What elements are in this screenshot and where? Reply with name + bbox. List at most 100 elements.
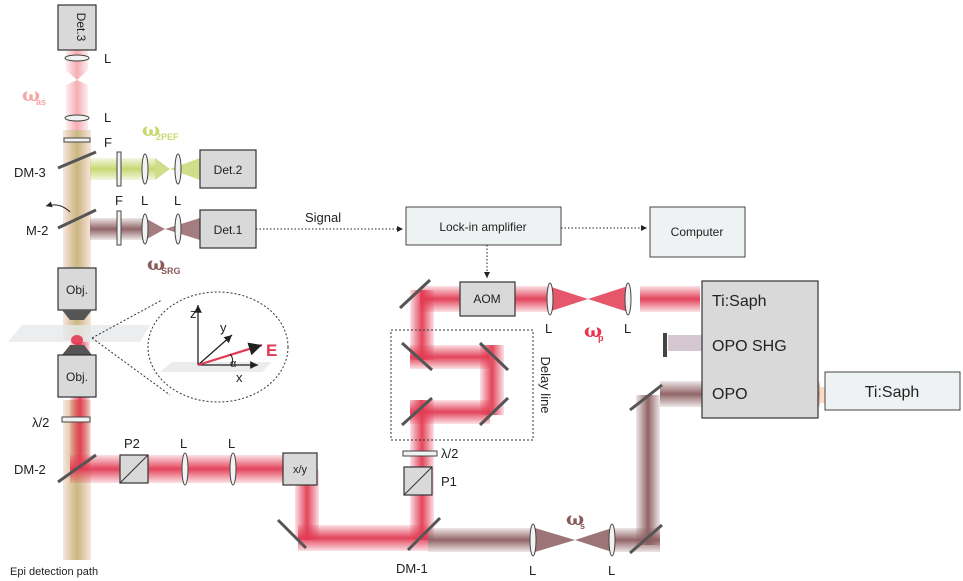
polarizer-p2: [119, 454, 149, 484]
detector-2[interactable]: Det.2: [199, 149, 257, 189]
svg-text:ω: ω: [566, 508, 584, 530]
lockin-label: Lock-in amplifier: [439, 220, 526, 234]
filter-label-det1: F: [115, 193, 123, 208]
svg-text:as: as: [36, 97, 46, 107]
opo-label: OPO: [712, 386, 748, 403]
dm3-mirror: [57, 150, 97, 170]
lens-aom-2: [624, 282, 632, 316]
opo-shg-label: OPO SHG: [712, 338, 787, 355]
lens-aom-1: [546, 282, 554, 316]
axis-y-label: y: [220, 320, 227, 335]
xy-scanner-box[interactable]: x/y: [282, 452, 318, 486]
lens-p2-1: [181, 452, 189, 486]
lens-det2-1: [141, 153, 149, 185]
lockin-box[interactable]: Lock-in amplifier: [405, 206, 562, 246]
svg-text:SRG: SRG: [161, 266, 181, 276]
tisaph-external-box[interactable]: Ti:Saph: [824, 371, 961, 411]
svg-text:ω: ω: [22, 84, 40, 106]
svg-text:ω: ω: [584, 320, 602, 342]
svg-text:p: p: [598, 333, 604, 343]
lens-label-aom-2: L: [624, 321, 631, 336]
mirror-top-delay: [398, 278, 432, 310]
det3-label: Det.3: [74, 13, 88, 42]
polarizer-p1: [403, 466, 433, 496]
lens-det2-2: [174, 153, 182, 185]
dm2-label: DM-2: [14, 462, 46, 477]
detector-1[interactable]: Det.1: [199, 209, 257, 249]
lens-det3-1: [64, 54, 90, 62]
svg-text:2PEF: 2PEF: [156, 132, 179, 142]
lens-label-p2-2: L: [228, 436, 235, 451]
objective-top-label: Obj.: [66, 283, 88, 297]
objective-bottom[interactable]: Obj.: [57, 345, 97, 398]
dm2-mirror: [57, 453, 97, 484]
omega-srg-label: ω SRG: [147, 253, 181, 276]
lens-label-stokes-1: L: [529, 563, 536, 578]
xy-label: x/y: [293, 464, 308, 476]
lens-det1-2: [174, 213, 182, 245]
aom-box[interactable]: AOM: [459, 281, 516, 317]
mirror-bottom-left: [276, 518, 308, 550]
svg-text:s: s: [580, 521, 585, 531]
mirror-delay-1: [400, 341, 434, 372]
axis-x-label: x: [236, 370, 243, 385]
p2-label: P2: [124, 436, 140, 451]
omega-as-label: ω as: [22, 84, 46, 107]
lens-label-det3-1: L: [104, 51, 111, 66]
objective-bottom-label: Obj.: [66, 370, 88, 384]
lens-det1-1: [141, 213, 149, 245]
lens-label-stokes-2: L: [608, 563, 615, 578]
computer-label: Computer: [671, 225, 724, 239]
lens-label-p2-1: L: [180, 436, 187, 451]
beam-pump-tisaph: [640, 286, 700, 312]
filter-det1: [116, 210, 122, 246]
epi-label: Epi detection path: [10, 566, 98, 578]
mirror-delay-2: [478, 341, 510, 372]
dm1-mirror: [406, 516, 442, 552]
signal-label: Signal: [305, 210, 341, 225]
delay-line-label: Delay line: [538, 356, 553, 413]
omega-2pef-label: ω 2PEF: [142, 119, 179, 142]
mirror-opo-out: [629, 383, 663, 412]
field-vector: [197, 342, 263, 367]
m2-label: M-2: [26, 223, 48, 238]
lens-label-det1-2: L: [174, 193, 181, 208]
filter-det3: [63, 137, 91, 143]
filter-label-det3: F: [104, 135, 112, 150]
svg-text:ω: ω: [147, 253, 165, 275]
omega-p-label: ω p: [584, 320, 604, 343]
det2-label: Det.2: [214, 163, 243, 177]
halfwave-epi: [61, 416, 91, 423]
m2-mirror: [57, 208, 97, 230]
field-label: E: [266, 341, 277, 360]
dm3-label: DM-3: [14, 165, 46, 180]
objective-top[interactable]: Obj.: [57, 267, 97, 320]
beam-2pef: [90, 158, 155, 180]
lens-stokes-1: [529, 523, 537, 557]
lens-label-det3-2: L: [104, 110, 111, 125]
mirror-delay-4: [478, 396, 510, 427]
lens-label-det1-1: L: [141, 193, 148, 208]
lens-p2-2: [229, 452, 237, 486]
svg-text:ω: ω: [142, 119, 160, 141]
sample-plane: [8, 325, 150, 342]
dm1-label: DM-1: [396, 561, 428, 576]
computer-box[interactable]: Computer: [649, 206, 746, 258]
delay-line-box: [390, 329, 534, 441]
detector-3[interactable]: Det.3: [57, 4, 97, 51]
focus-spot: [71, 335, 83, 345]
beam-antistokes-bottom: [66, 80, 88, 130]
halfwave-p1: [402, 450, 438, 457]
det1-label: Det.1: [214, 223, 243, 237]
filter-det2: [116, 151, 122, 187]
omega-s-label: ω s: [566, 508, 585, 531]
laser-box[interactable]: Ti:Saph OPO SHG OPO: [701, 280, 819, 419]
mirror-delay-3: [400, 396, 434, 427]
aom-label: AOM: [473, 292, 500, 306]
lens-label-aom-1: L: [545, 321, 552, 336]
mirror-bottom-right: [629, 523, 663, 555]
axis-z-label: z: [190, 306, 197, 321]
lens-det3-2: [64, 114, 90, 122]
axis-y: [197, 334, 233, 366]
